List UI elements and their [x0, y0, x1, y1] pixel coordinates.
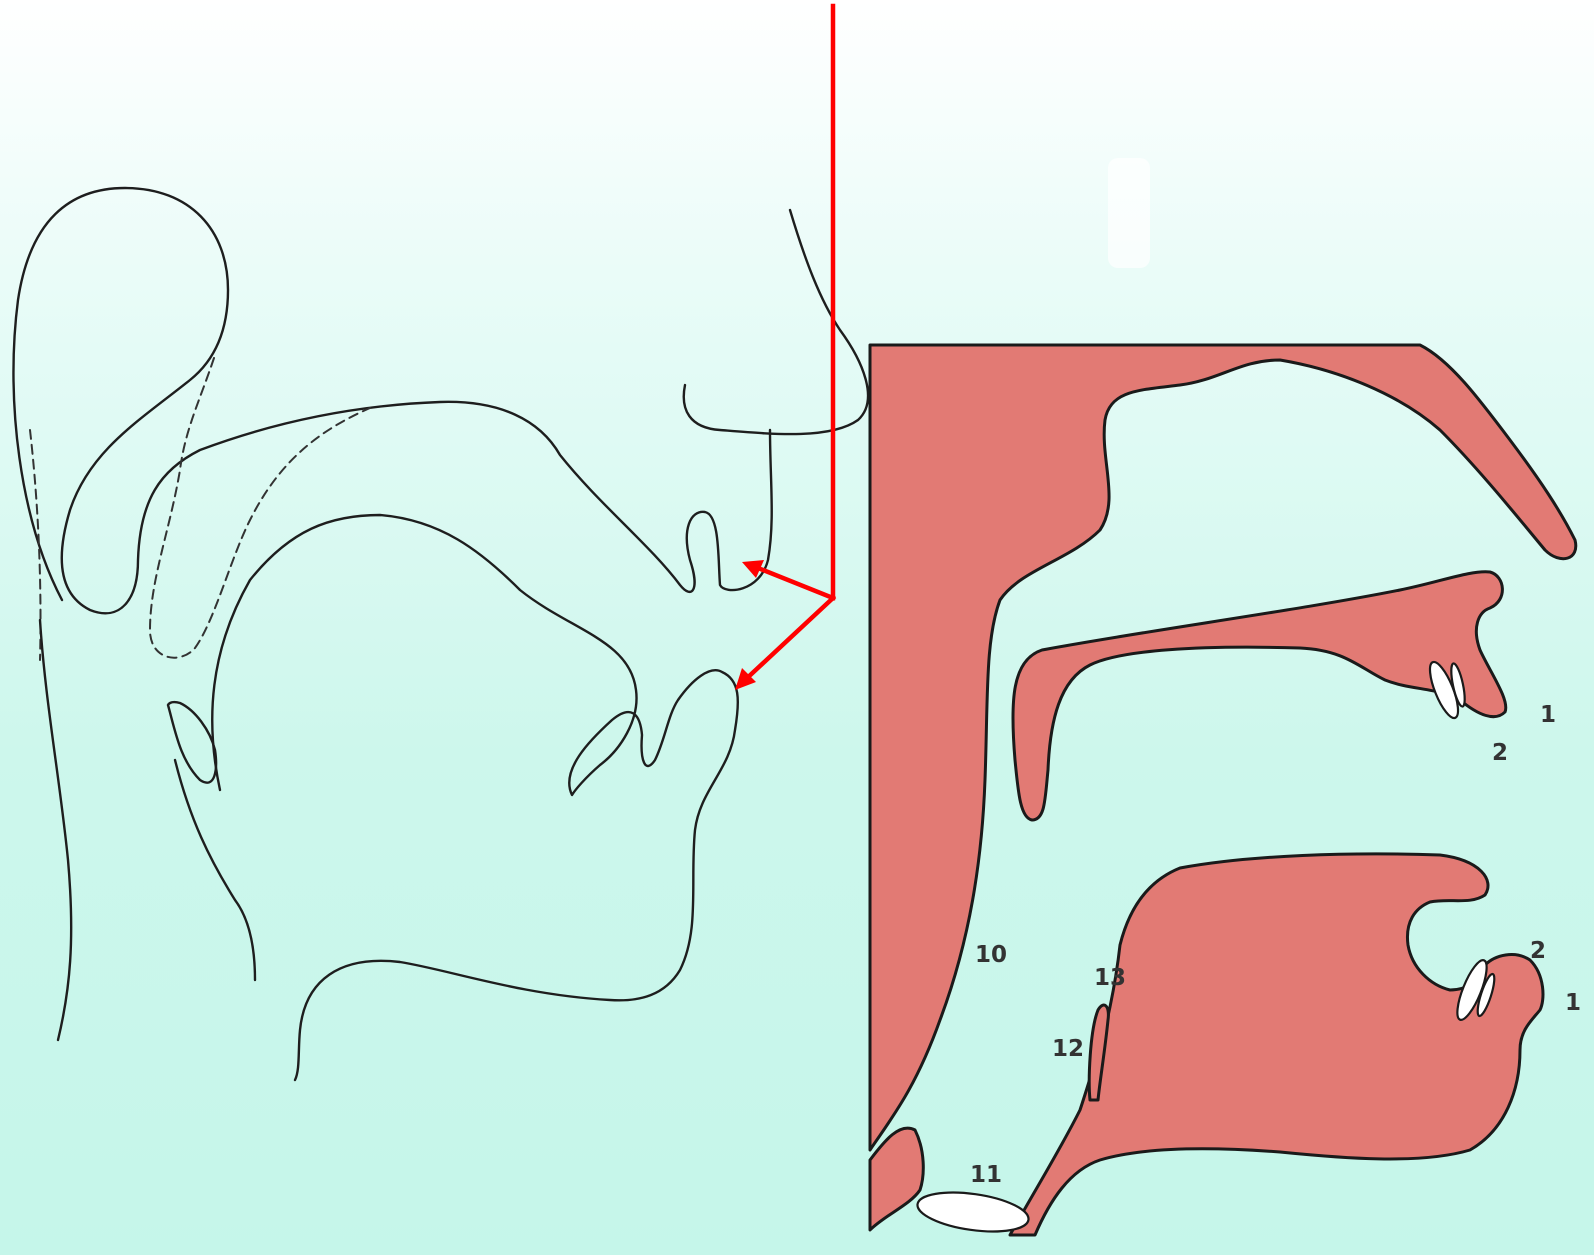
faint-highlight-block [1108, 158, 1150, 268]
pharyngeal-wall-outline [40, 620, 71, 1040]
glottis-oval [915, 1186, 1031, 1237]
hard-palate-shape [1013, 572, 1506, 820]
nasal-loop-outline [13, 188, 771, 613]
right-sagittal-section: 1 2 2 1 10 13 12 11 [870, 345, 1581, 1238]
tongue-outline [212, 515, 738, 1080]
label-pharynx-wall: 10 [975, 942, 1007, 968]
label-glottis: 11 [970, 1162, 1002, 1188]
nose-outline [684, 210, 868, 434]
label-epiglottis-root: 12 [1052, 1036, 1084, 1062]
arytenoid-shape [870, 1128, 923, 1230]
jaw-neck-outline [168, 702, 255, 980]
label-lower-teeth: 2 [1530, 938, 1546, 964]
red-pointer [735, 6, 833, 690]
label-upper-lip: 1 [1540, 702, 1556, 728]
label-epiglottis-top: 13 [1094, 965, 1126, 991]
velum-dashed [150, 358, 370, 658]
label-upper-teeth: 2 [1492, 740, 1508, 766]
left-vocal-tract-drawing [13, 188, 868, 1080]
pointer-to-upper-lip [758, 568, 833, 598]
pointer-to-lower-lip [745, 598, 833, 680]
label-lower-lip: 1 [1565, 990, 1581, 1016]
